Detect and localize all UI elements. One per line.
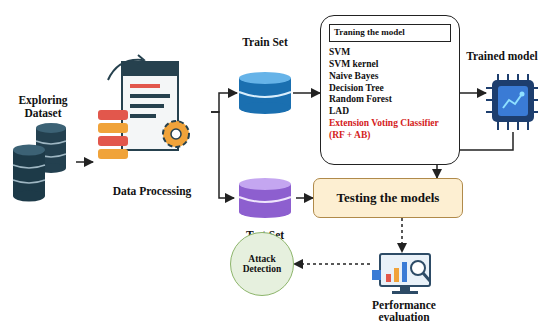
connector-arrow	[211, 112, 234, 198]
connector-arrow	[76, 161, 93, 163]
connector-arrow	[294, 263, 370, 265]
model-item: SVM kernel	[329, 59, 451, 71]
dataset-icon-node: Exploring Dataset	[10, 94, 76, 204]
train-set-node: Train Set	[237, 36, 293, 114]
training-box: Traning the modelSVMSVM kernelNaive Baye…	[320, 15, 460, 165]
connector-arrow	[460, 92, 486, 94]
model-item: SVM	[329, 47, 451, 59]
node-label: Performance evaluation	[362, 299, 446, 324]
model-item: Decision Tree	[329, 83, 451, 95]
database-icon	[13, 123, 66, 202]
node-label: Trained model	[466, 50, 538, 63]
node-label: Testing the models	[337, 191, 440, 205]
attack-circle: Attack Detection	[230, 232, 294, 296]
performance-node: Performance evaluation	[362, 252, 446, 324]
model-item: Naive Bayes	[329, 71, 451, 83]
trained-model-node: Trained model	[466, 50, 538, 132]
testing-box: Testing the models	[313, 178, 463, 218]
train-cylinder	[239, 72, 291, 114]
connector-arrow	[293, 92, 320, 94]
connector-arrow	[296, 197, 313, 199]
box-heading: Traning the model	[329, 24, 451, 42]
chip-icon	[486, 74, 538, 130]
connector-arrow	[211, 93, 237, 112]
node-label: Exploring Dataset	[10, 94, 76, 119]
model-item: LAD	[329, 106, 451, 118]
performance-icon	[372, 254, 430, 294]
processing-icon	[98, 55, 189, 159]
node-label: Data Processing	[113, 185, 192, 198]
test-cylinder	[239, 178, 291, 218]
model-item: Random Forest	[329, 94, 451, 106]
model-item: Extension Voting Classifier (RF + AB)	[329, 118, 451, 142]
node-label: Attack Detection	[237, 254, 287, 275]
node-label: Train Set	[242, 36, 287, 49]
processing-node: Data Processing	[93, 52, 211, 198]
connector-arrow	[401, 218, 403, 252]
